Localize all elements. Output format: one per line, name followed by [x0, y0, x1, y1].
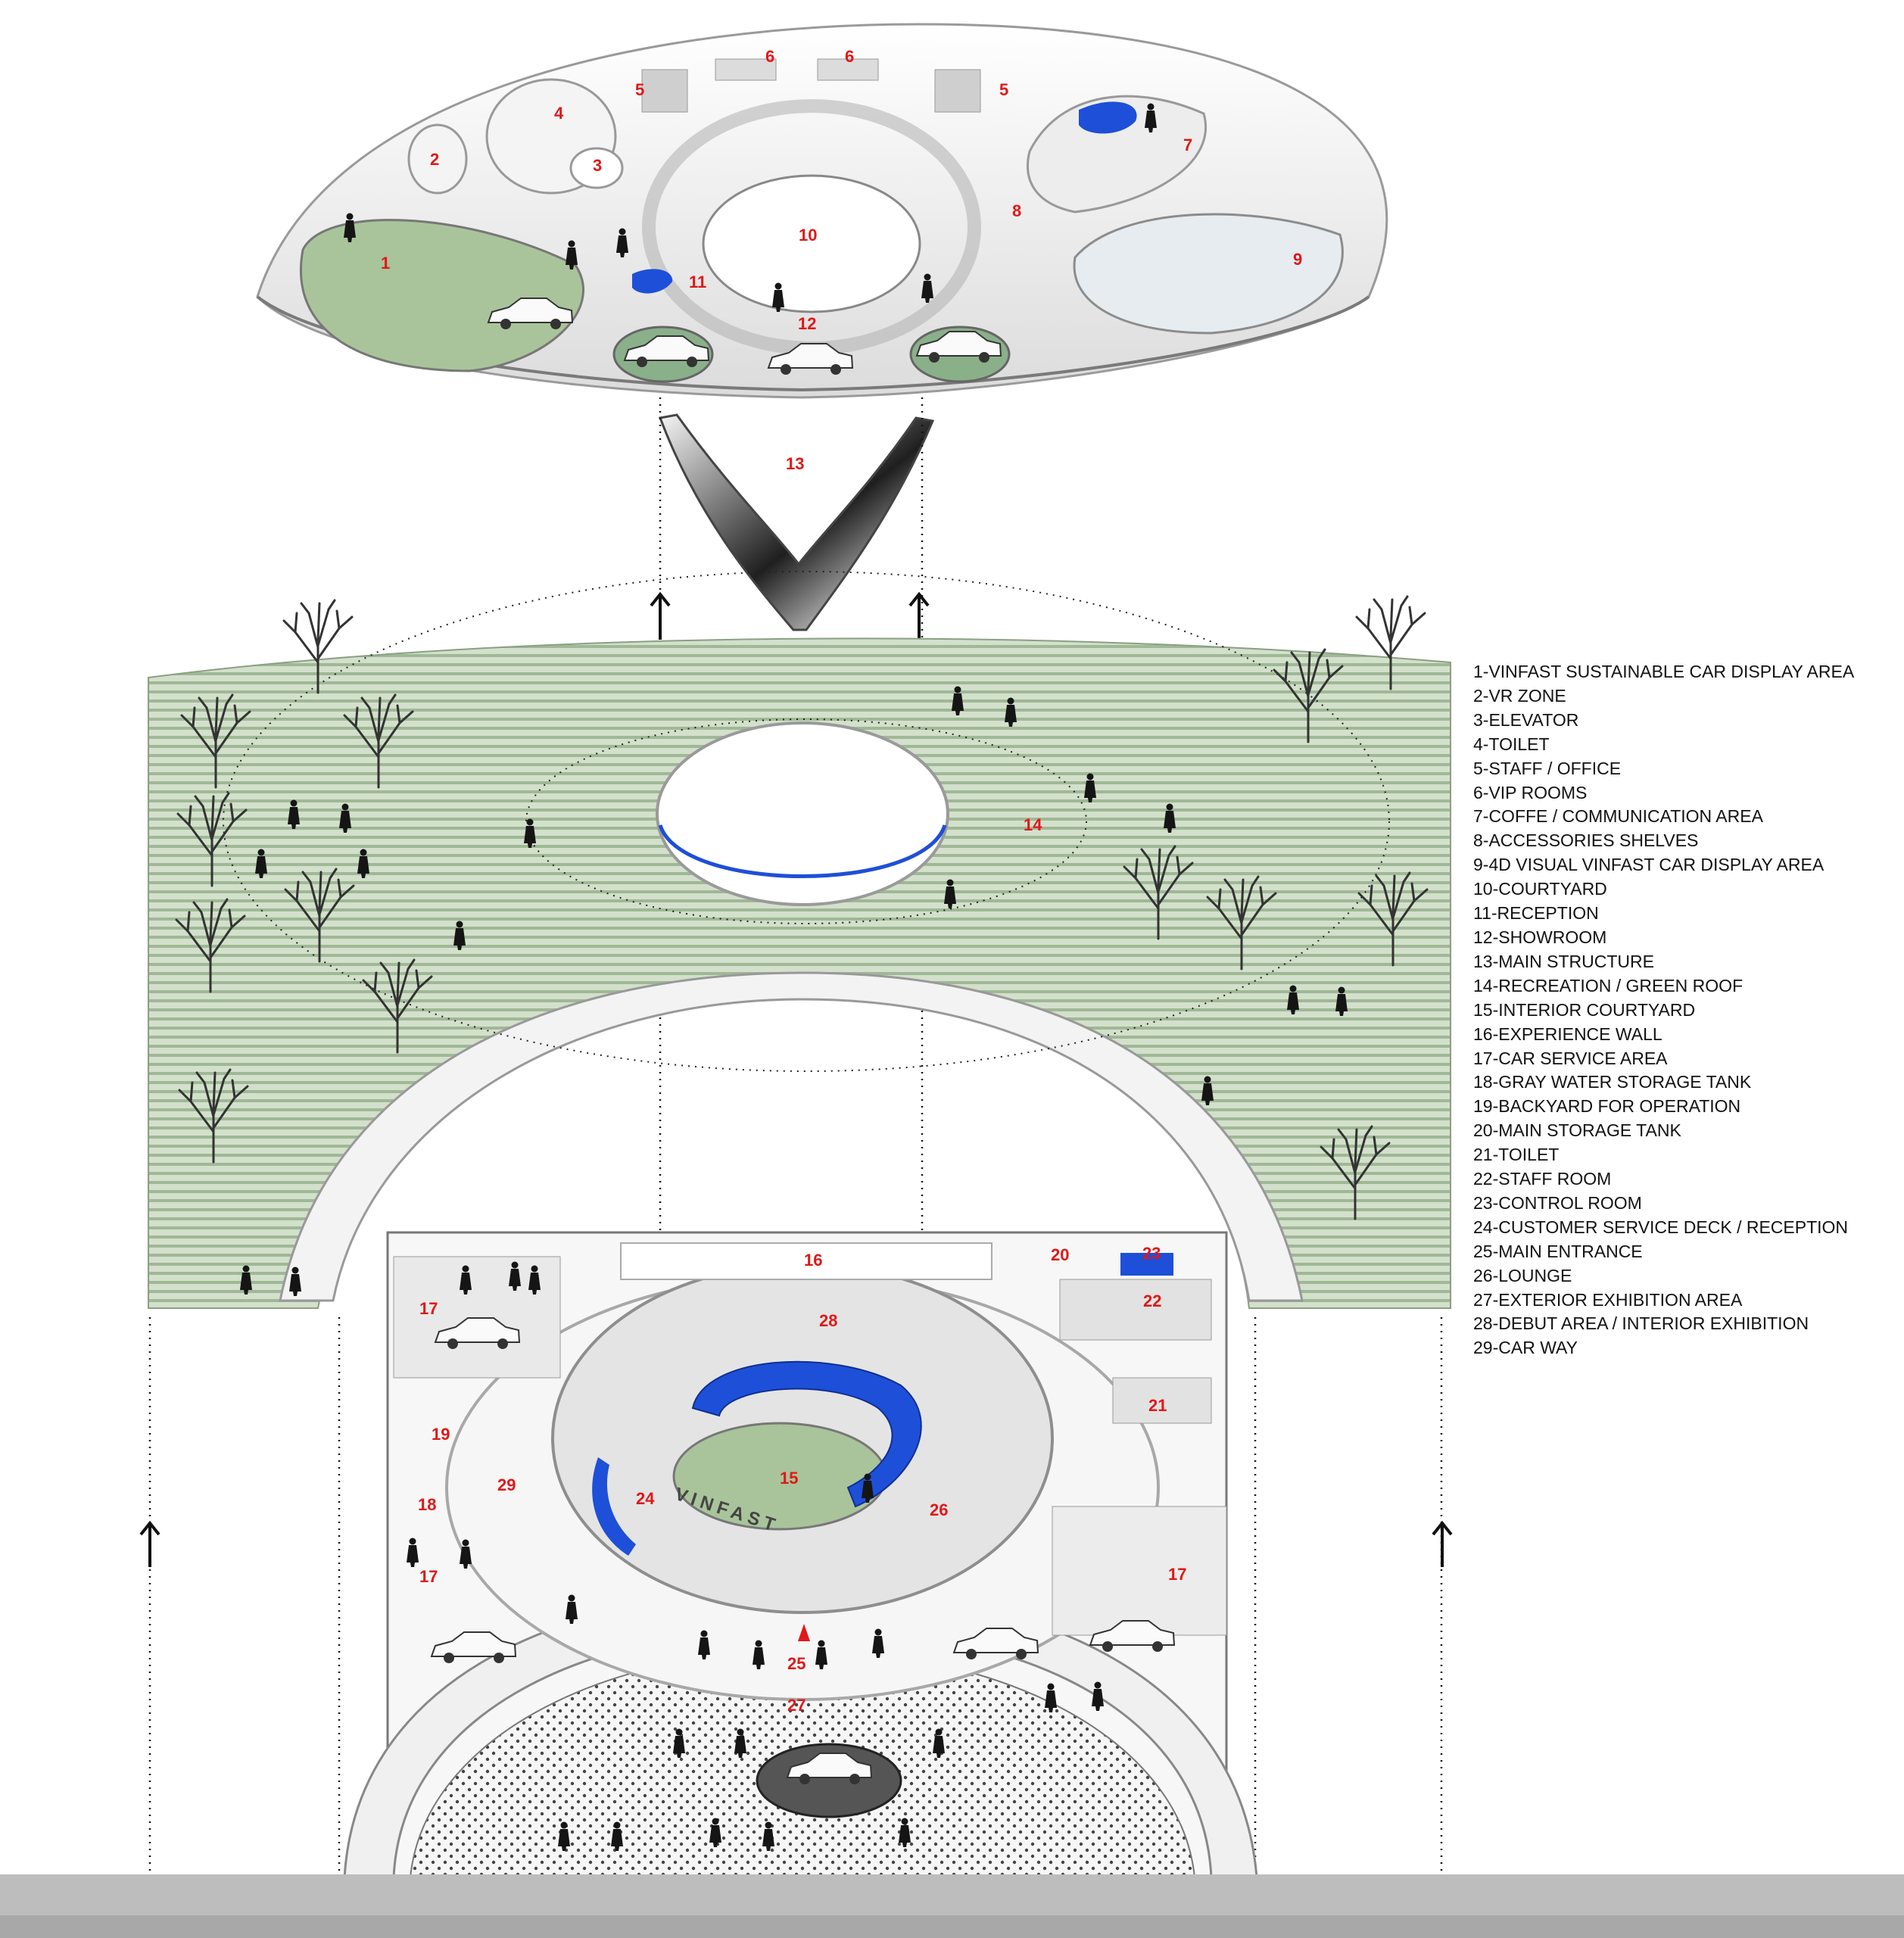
- marker-17-right: 17: [1168, 1565, 1186, 1584]
- legend-item: 25-MAIN ENTRANCE: [1473, 1241, 1643, 1261]
- marker-21: 21: [1148, 1396, 1167, 1415]
- marker-12: 12: [798, 314, 816, 333]
- marker-6-right: 6: [845, 47, 854, 66]
- marker-11: 11: [689, 273, 706, 291]
- marker-17-bottom-left: 17: [419, 1567, 438, 1586]
- legend-item: 14-RECREATION / GREEN ROOF: [1473, 975, 1744, 995]
- marker-1: 1: [381, 254, 390, 273]
- legend-item: 2-VR ZONE: [1473, 685, 1566, 706]
- marker-9: 9: [1293, 250, 1302, 269]
- up-arrows: [139, 591, 1453, 1567]
- legend-item: 16-EXPERIENCE WALL: [1473, 1024, 1662, 1044]
- legend-item: 1-VINFAST SUSTAINABLE CAR DISPLAY AREA: [1473, 662, 1855, 681]
- legend-item: 4-TOILET: [1473, 734, 1550, 754]
- number-markers: 1 2 3 4 5 5 6 6 7 8 9 10 11 12 13 14 15 …: [381, 47, 1302, 1715]
- marker-22: 22: [1143, 1291, 1161, 1310]
- legend-item: 19-BACKYARD FOR OPERATION: [1473, 1096, 1741, 1117]
- roof-dotted-path: [223, 571, 1390, 1072]
- marker-4: 4: [554, 104, 564, 123]
- marker-20: 20: [1051, 1245, 1069, 1264]
- experience-wall-16: [620, 1242, 993, 1280]
- control-room-23: [1120, 1253, 1173, 1276]
- blue-lounge-bench: [592, 1457, 636, 1556]
- marker-2: 2: [430, 150, 439, 169]
- marker-19: 19: [432, 1425, 450, 1444]
- marker-29: 29: [497, 1475, 516, 1494]
- marker-23: 23: [1142, 1244, 1161, 1263]
- legend-item: 9-4D VISUAL VINFAST CAR DISPLAY AREA: [1473, 855, 1825, 875]
- entrance-marker: [798, 1624, 810, 1641]
- legend-item: 3-ELEVATOR: [1473, 709, 1579, 730]
- marker-7: 7: [1183, 136, 1192, 154]
- legend-item: 7-COFFE / COMMUNICATION AREA: [1473, 806, 1763, 827]
- green-roof-plan: [148, 571, 1451, 1309]
- service-bay-17-right: [1052, 1506, 1227, 1636]
- office-right: [934, 69, 981, 113]
- courtyard-10: [702, 174, 921, 313]
- marker-5-left: 5: [635, 80, 644, 99]
- coffee-area-7: [1027, 95, 1207, 213]
- staff-room-22: [1059, 1279, 1212, 1341]
- ground-level-plan: VINFAST: [343, 1231, 1258, 1879]
- legend-item: 24-CUSTOMER SERVICE DECK / RECEPTION: [1473, 1217, 1849, 1237]
- marker-16: 16: [804, 1251, 822, 1270]
- legend-item: 27-EXTERIOR EXHIBITION AREA: [1473, 1289, 1743, 1310]
- legend-item: 11-RECEPTION: [1473, 903, 1599, 924]
- vr-zone-pod: [407, 123, 468, 195]
- dotted-projection-lines: [148, 397, 1443, 1874]
- legend-item: 28-DEBUT AREA / INTERIOR EXHIBITION: [1473, 1313, 1809, 1334]
- legend-item: 20-MAIN STORAGE TANK: [1473, 1120, 1681, 1141]
- roof-opening: [656, 721, 949, 906]
- marker-17-top-left: 17: [419, 1299, 438, 1318]
- legend-item: 29-CAR WAY: [1473, 1338, 1578, 1358]
- roof-dotted-path-inner: [525, 718, 1087, 924]
- legend-item: 15-INTERIOR COURTYARD: [1473, 999, 1696, 1020]
- marker-15: 15: [780, 1469, 798, 1488]
- legend-item: 21-TOILET: [1473, 1145, 1560, 1165]
- blue-spiral-ramp: [691, 1360, 922, 1508]
- coffee-blue-counter: [1079, 101, 1137, 134]
- marker-25: 25: [787, 1654, 806, 1673]
- marker-24: 24: [636, 1489, 655, 1508]
- legend-item: 23-CONTROL ROOM: [1473, 1192, 1642, 1213]
- upper-level-plan: [256, 23, 1388, 399]
- legend-list: 1-VINFAST SUSTAINABLE CAR DISPLAY AREA 2-…: [1473, 660, 1854, 1360]
- exhibition-turntable: [756, 1743, 902, 1818]
- marker-27: 27: [787, 1696, 806, 1715]
- marker-10: 10: [799, 226, 817, 245]
- marker-8: 8: [1012, 201, 1021, 220]
- legend-item: 6-VIP ROOMS: [1473, 782, 1588, 802]
- marker-26: 26: [930, 1500, 948, 1519]
- marker-13: 13: [786, 454, 804, 473]
- legend-item: 8-ACCESSORIES SHELVES: [1473, 830, 1699, 851]
- marker-5-right: 5: [999, 80, 1008, 99]
- legend-item: 13-MAIN STRUCTURE: [1473, 951, 1654, 971]
- legend-item: 10-COURTYARD: [1473, 879, 1607, 899]
- legend-item: 17-CAR SERVICE AREA: [1473, 1048, 1668, 1068]
- legend-item: 5-STAFF / OFFICE: [1473, 758, 1622, 778]
- main-structure-13: [658, 413, 935, 631]
- roof-opening-blue-rim: [658, 824, 947, 878]
- office-left: [641, 69, 688, 113]
- marker-3: 3: [593, 156, 602, 175]
- elevator-pod: [569, 147, 624, 189]
- vip-room-left: [715, 58, 777, 81]
- green-display-1: [300, 219, 585, 372]
- roof-front-arch: [279, 971, 1304, 1302]
- toilet-21: [1112, 1377, 1212, 1424]
- marker-28: 28: [819, 1311, 837, 1330]
- ground-strip-line: [0, 1915, 1904, 1938]
- legend-item: 26-LOUNGE: [1473, 1265, 1572, 1285]
- vip-room-right: [817, 58, 879, 81]
- visual-display-9: [1073, 213, 1344, 335]
- marker-6-left: 6: [765, 47, 774, 66]
- main-structure-v-shape: [658, 413, 935, 631]
- legend-item: 12-SHOWROOM: [1473, 927, 1607, 947]
- reception-counter-11: [632, 269, 673, 294]
- marker-18: 18: [418, 1495, 436, 1514]
- legend-item: 22-STAFF ROOM: [1473, 1169, 1612, 1189]
- marker-14: 14: [1024, 815, 1042, 834]
- legend-item: 18-GRAY WATER STORAGE TANK: [1473, 1072, 1752, 1092]
